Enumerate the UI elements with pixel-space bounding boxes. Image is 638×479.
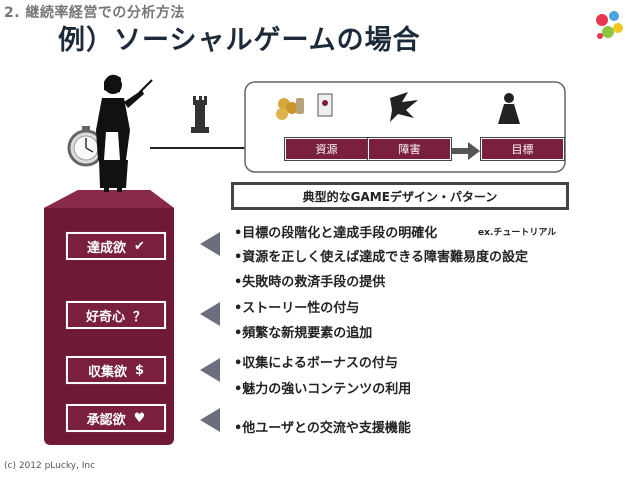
stopwatch-icon [67, 126, 105, 167]
businesswoman-silhouette [96, 74, 144, 192]
bullet-item: •失敗時の救済手段の提供 [234, 275, 386, 290]
bullet-item: •目標の段階化と達成手段の明確化 [234, 226, 438, 241]
motive-curiosity: 好奇心 ？ [66, 301, 166, 329]
dollar-icon: $ [134, 362, 145, 378]
princess-icon [498, 93, 520, 124]
flow-box-obstacle: 障害 [368, 138, 451, 160]
bullet-item: •収集によるボーナスの付与 [234, 356, 398, 371]
bullet-item: •頻繁な新規要素の追加 [234, 326, 373, 341]
dragon-icon [390, 92, 418, 122]
chess-rook-icon [191, 96, 209, 133]
question-icon: ？ [133, 309, 147, 325]
motive-label: 好奇心 [85, 309, 125, 325]
potion-icon [296, 98, 304, 114]
flow-frame [230, 81, 566, 173]
left-arrow-icon [200, 232, 220, 256]
left-arrow-icon [200, 408, 220, 432]
motive-achievement: 達成欲 ✔ [66, 232, 166, 260]
page-title: 例）ソーシャルゲームの場合 [58, 25, 421, 56]
motive-label: 承認欲 [86, 412, 126, 428]
section-title: 2. 継続率経営での分析方法 [4, 5, 185, 21]
motive-label: 達成欲 [87, 240, 127, 256]
bullet-note: ex.チュートリアル [478, 228, 557, 238]
left-arrow-icon [200, 302, 220, 326]
bullet-item: •ストーリー性の付与 [234, 301, 360, 316]
design-pattern-banner: 典型的なGAMEデザイン・パターン [231, 182, 569, 210]
check-icon: ✔ [134, 238, 145, 254]
motive-label: 収集欲 [87, 364, 127, 380]
bullet-item: •魅力の強いコンテンツの利用 [234, 382, 412, 397]
card-icon [317, 93, 333, 117]
pointer-arrows [200, 232, 220, 432]
motive-collection: 収集欲 $ [66, 356, 166, 384]
left-arrow-icon [200, 358, 220, 382]
coins-icon [276, 98, 298, 120]
bullet-item: •資源を正しく使えば達成できる障害難易度の設定 [234, 250, 529, 265]
bullet-item: •他ユーザとの交流や支援機能 [234, 421, 411, 436]
company-logo [596, 11, 623, 39]
copyright: (c) 2012 pLucky, Inc [4, 461, 96, 471]
flow-box-goal: 目標 [481, 138, 564, 160]
flow-box-resource: 資源 [285, 138, 368, 160]
heart-icon: ♥ [133, 410, 146, 426]
motive-recognition: 承認欲 ♥ [66, 404, 166, 432]
